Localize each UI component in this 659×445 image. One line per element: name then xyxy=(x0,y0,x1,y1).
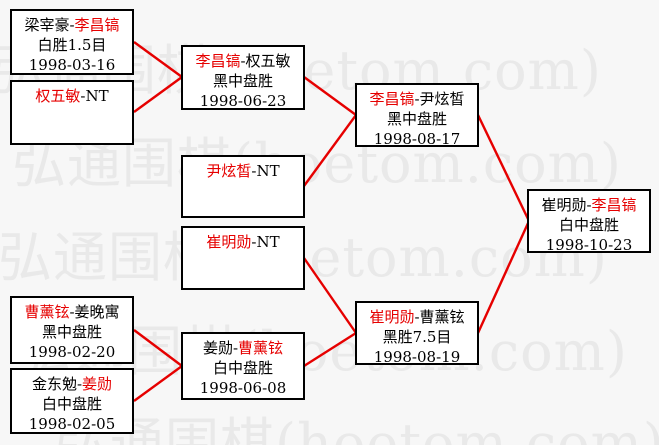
match-date xyxy=(12,126,132,146)
player-name: 曹薰铉 xyxy=(24,303,70,321)
match-box-r2-bye2: 崔明勋-NT xyxy=(181,226,305,290)
connector-line xyxy=(133,365,183,402)
match-box-r1-game2: 曹薰铉-姜晚寓 黑中盘胜 1998-02-20 xyxy=(10,296,134,364)
player-name: 李昌镐 xyxy=(369,90,415,108)
match-box-final: 崔明勋-李昌镐 白中盘胜 1998-10-23 xyxy=(527,189,651,254)
player-name: 尹炫皙 xyxy=(206,162,252,180)
match-date xyxy=(183,272,303,292)
separator: - xyxy=(251,162,257,180)
player-name: 李昌镐 xyxy=(74,16,120,34)
match-date xyxy=(183,201,303,221)
match-date: 1998-06-23 xyxy=(199,92,287,110)
match-result xyxy=(183,181,303,201)
player-name: 李昌镐 xyxy=(195,52,241,70)
watermark-text: 弘通围棋(hoetom.com) xyxy=(55,412,659,445)
match-players: 权五敏-NT xyxy=(12,86,132,106)
match-players: 崔明勋-曹薰铉 xyxy=(357,307,477,327)
match-box-r1-bye1: 权五敏-NT xyxy=(10,80,134,145)
connector-line xyxy=(303,331,357,368)
separator: - xyxy=(80,87,86,105)
separator: - xyxy=(69,303,75,321)
connector-line xyxy=(476,220,531,334)
match-box-r1-game1: 梁宰豪-李昌镐 白胜1.5目 1998-03-16 xyxy=(10,9,134,75)
match-result: 黑中盘胜 xyxy=(41,323,102,341)
player-name: 崔明勋 xyxy=(206,233,252,251)
match-players: 李昌镐-尹炫皙 xyxy=(357,89,477,109)
match-players: 崔明勋-NT xyxy=(183,232,303,252)
match-result: 白中盘胜 xyxy=(558,216,619,234)
separator: - xyxy=(69,16,75,34)
player-name: 权五敏 xyxy=(35,87,81,105)
player-name: NT xyxy=(85,87,109,105)
separator: - xyxy=(414,90,420,108)
match-players: 李昌镐-权五敏 xyxy=(183,51,303,71)
match-result: 白中盘胜 xyxy=(212,359,273,377)
player-name: 李昌镐 xyxy=(591,196,637,214)
player-name: 权五敏 xyxy=(245,52,291,70)
match-date: 1998-02-20 xyxy=(28,343,116,361)
match-players: 尹炫皙-NT xyxy=(183,161,303,181)
match-players: 崔明勋-李昌镐 xyxy=(529,195,649,215)
connector-line xyxy=(303,257,357,334)
separator: - xyxy=(240,52,246,70)
separator: - xyxy=(251,233,257,251)
match-date: 1998-03-16 xyxy=(28,56,116,74)
player-name: 曹薰铉 xyxy=(238,339,284,357)
match-result: 黑中盘胜 xyxy=(212,72,273,90)
connector-line xyxy=(303,76,357,116)
player-name: 金东勉 xyxy=(31,375,77,393)
match-date: 1998-02-05 xyxy=(28,415,116,433)
match-result: 黑中盘胜 xyxy=(386,110,447,128)
match-result: 黑胜7.5目 xyxy=(382,328,452,346)
separator: - xyxy=(232,339,239,357)
match-result xyxy=(183,252,303,272)
separator: - xyxy=(76,375,83,393)
match-players: 姜勋-曹薰铉 xyxy=(183,338,303,358)
player-name: 崔明勋 xyxy=(369,308,415,326)
match-players: 金东勉-姜勋 xyxy=(12,374,132,394)
player-name: 尹炫皙 xyxy=(419,90,465,108)
match-result xyxy=(12,106,132,126)
match-date: 1998-06-08 xyxy=(199,379,287,397)
match-box-r1-game3: 金东勉-姜勋 白中盘胜 1998-02-05 xyxy=(10,368,134,434)
match-date: 1998-08-19 xyxy=(373,348,461,366)
match-date: 1998-08-17 xyxy=(373,130,461,148)
connector-line xyxy=(133,41,183,78)
match-box-semifinal1: 李昌镐-尹炫皙 黑中盘胜 1998-08-17 xyxy=(355,83,479,148)
connector-line xyxy=(476,114,531,222)
match-players: 曹薰铉-姜晚寓 xyxy=(12,302,132,322)
connector-line xyxy=(133,329,183,367)
match-box-r2-game1: 李昌镐-权五敏 黑中盘胜 1998-06-23 xyxy=(181,45,305,110)
match-result: 白中盘胜 xyxy=(41,395,102,413)
match-box-r2-game2: 姜勋-曹薰铉 白中盘胜 1998-06-08 xyxy=(181,332,305,400)
player-name: 崔明勋 xyxy=(541,196,587,214)
player-name: 梁宰豪 xyxy=(24,16,70,34)
match-date: 1998-10-23 xyxy=(545,236,633,254)
connector-line xyxy=(133,76,183,113)
player-name: 姜勋 xyxy=(82,375,113,393)
connector-line xyxy=(303,114,357,187)
player-name: 姜勋 xyxy=(202,339,233,357)
separator: - xyxy=(414,308,420,326)
match-box-semifinal2: 崔明勋-曹薰铉 黑胜7.5目 1998-08-19 xyxy=(355,301,479,366)
match-box-r2-bye1: 尹炫皙-NT xyxy=(181,155,305,218)
match-players: 梁宰豪-李昌镐 xyxy=(12,15,132,35)
player-name: 曹薰铉 xyxy=(419,308,465,326)
match-result: 白胜1.5目 xyxy=(37,36,107,54)
player-name: 姜晚寓 xyxy=(74,303,120,321)
player-name: NT xyxy=(256,162,280,180)
separator: - xyxy=(586,196,592,214)
player-name: NT xyxy=(256,233,280,251)
